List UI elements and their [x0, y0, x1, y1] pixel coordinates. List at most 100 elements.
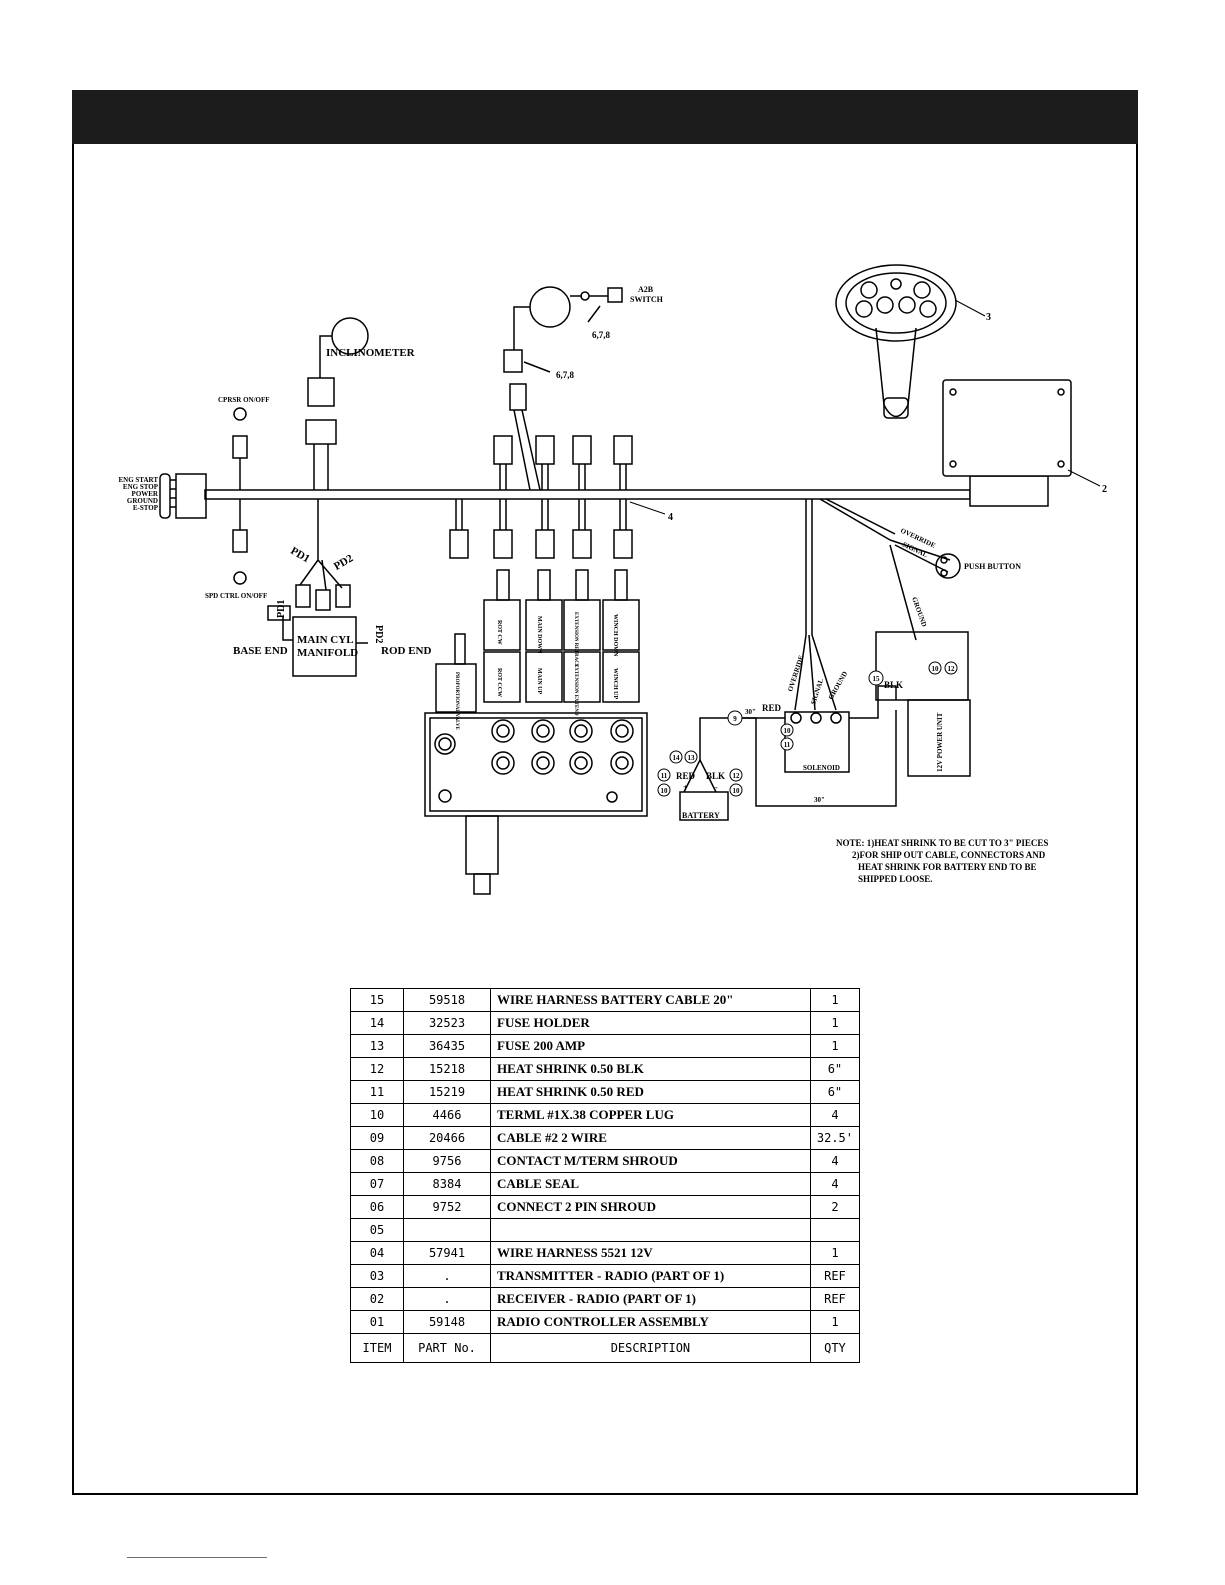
bom-header-part: PART No. [403, 1333, 491, 1363]
label-switch: SWITCH [630, 295, 664, 304]
label-pd1-a: PD1 [288, 545, 311, 565]
bom-cell-part: 59518 [403, 988, 491, 1012]
bom-cell-part: 15219 [403, 1080, 491, 1104]
power-unit [907, 699, 971, 777]
label-winch-up: WINCH UP [612, 668, 618, 700]
label-main-down: MAIN DOWN [536, 616, 542, 654]
label-red-a: RED [762, 703, 782, 713]
balloon-12-b: 12 [733, 772, 741, 780]
bom-cell-desc: WIRE HARNESS 5521 12V [490, 1241, 811, 1265]
bom-cell-part: 9752 [403, 1195, 491, 1219]
bom-cell-part: 20466 [403, 1126, 491, 1150]
balloon-15: 15 [873, 675, 881, 683]
bom-cell-part [403, 1218, 491, 1242]
bom-cell-qty: 32.5' [809, 1126, 861, 1150]
bom-cell-qty: REF [809, 1264, 861, 1288]
label-ref-678-a: 6,7,8 [592, 330, 611, 340]
label-minus: - [715, 783, 718, 792]
bom-header-desc: DESCRIPTION [490, 1333, 811, 1363]
label-pd2-b: PD2 [373, 625, 384, 643]
bom-cell-item: 15 [350, 988, 404, 1012]
label-power: POWER [132, 490, 159, 498]
bom-cell-part: 15218 [403, 1057, 491, 1081]
label-eng-start: ENG START [119, 476, 159, 484]
bom-cell-item: 04 [350, 1241, 404, 1265]
bom-cell-item: 06 [350, 1195, 404, 1219]
receiver-connector [969, 475, 1049, 507]
bom-cell-item: 12 [350, 1057, 404, 1081]
label-ground-a: GROUND [910, 596, 928, 628]
label-30-a: 30" [745, 708, 756, 716]
bom-cell-qty: 6" [809, 1080, 861, 1104]
main-cyl-manifold [292, 616, 357, 677]
bom-cell-item: 14 [350, 1011, 404, 1035]
bom-cell-qty: 2 [809, 1195, 861, 1219]
bom-cell-item: 09 [350, 1126, 404, 1150]
bom-cell-part: . [403, 1287, 491, 1311]
bom-cell-item: 08 [350, 1149, 404, 1173]
bom-cell-qty: 1 [809, 1034, 861, 1058]
engine-connector [159, 473, 171, 519]
label-ext-retract: EXTENSION RETRACT [573, 612, 578, 668]
label-red-b: RED [676, 771, 696, 781]
bom-cell-item: 11 [350, 1080, 404, 1104]
balloon-10-d: 10 [733, 787, 741, 795]
bom-cell-desc: WIRE HARNESS BATTERY CABLE 20" [490, 988, 811, 1012]
top-connectors [493, 435, 633, 490]
bom-cell-desc: CONTACT M/TERM SHROUD [490, 1149, 811, 1173]
bom-cell-part: 59148 [403, 1310, 491, 1334]
header-bar [72, 90, 1138, 144]
bom-cell-item: 07 [350, 1172, 404, 1196]
balloon-11-b: 11 [661, 772, 668, 780]
footer-link-underline[interactable] [127, 1557, 267, 1558]
bom-cell-desc [490, 1218, 811, 1242]
note-line-1: NOTE: 1)HEAT SHRINK TO BE CUT TO 3" PIEC… [836, 838, 1048, 848]
bom-cell-qty: 1 [809, 1310, 861, 1334]
label-manifold: MANIFOLD [297, 647, 358, 659]
bom-cell-part: 8384 [403, 1172, 491, 1196]
bom-cell-part: 57941 [403, 1241, 491, 1265]
bottom-connectors [449, 499, 633, 559]
label-pd1-b: PD1 [276, 600, 287, 618]
label-signal-b: SIGNAL [809, 677, 825, 705]
table-row: 05 [350, 1218, 861, 1242]
label-battery: BATTERY [682, 811, 720, 820]
bom-cell-qty: 4 [809, 1172, 861, 1196]
label-pd2-a: PD2 [332, 552, 356, 573]
label-eng-stop: ENG STOP [123, 483, 159, 491]
bom-cell-part: . [403, 1264, 491, 1288]
table-row: 03.TRANSMITTER - RADIO (PART OF 1)REF [350, 1264, 861, 1288]
bom-cell-part: 9756 [403, 1149, 491, 1173]
bom-cell-item: 01 [350, 1310, 404, 1334]
receiver-box [942, 379, 1072, 477]
label-main-up: MAIN UP [536, 668, 542, 694]
label-e-stop: E-STOP [133, 504, 159, 512]
main-harness-trunk [204, 489, 971, 500]
label-ground: GROUND [127, 497, 158, 505]
label-30-b: 30" [814, 796, 825, 804]
bom-cell-item: 10 [350, 1103, 404, 1127]
bom-cell-qty: 1 [809, 1241, 861, 1265]
bom-header-qty: QTY [809, 1333, 861, 1363]
label-override-b: OVERRIDE [786, 654, 805, 693]
a2b-sensor [529, 286, 571, 328]
balloon-12-a: 12 [948, 665, 956, 673]
label-ref-678-b: 6,7,8 [556, 370, 575, 380]
label-plus: + [683, 783, 688, 792]
bom-cell-qty: 4 [809, 1103, 861, 1127]
balloon-14: 14 [673, 754, 681, 762]
bom-cell-part: 4466 [403, 1103, 491, 1127]
bom-cell-item: 03 [350, 1264, 404, 1288]
bom-cell-item: 02 [350, 1287, 404, 1311]
label-solenoid: SOLENOID [803, 764, 840, 772]
label-cprsr: CPRSR ON/OFF [218, 396, 270, 404]
